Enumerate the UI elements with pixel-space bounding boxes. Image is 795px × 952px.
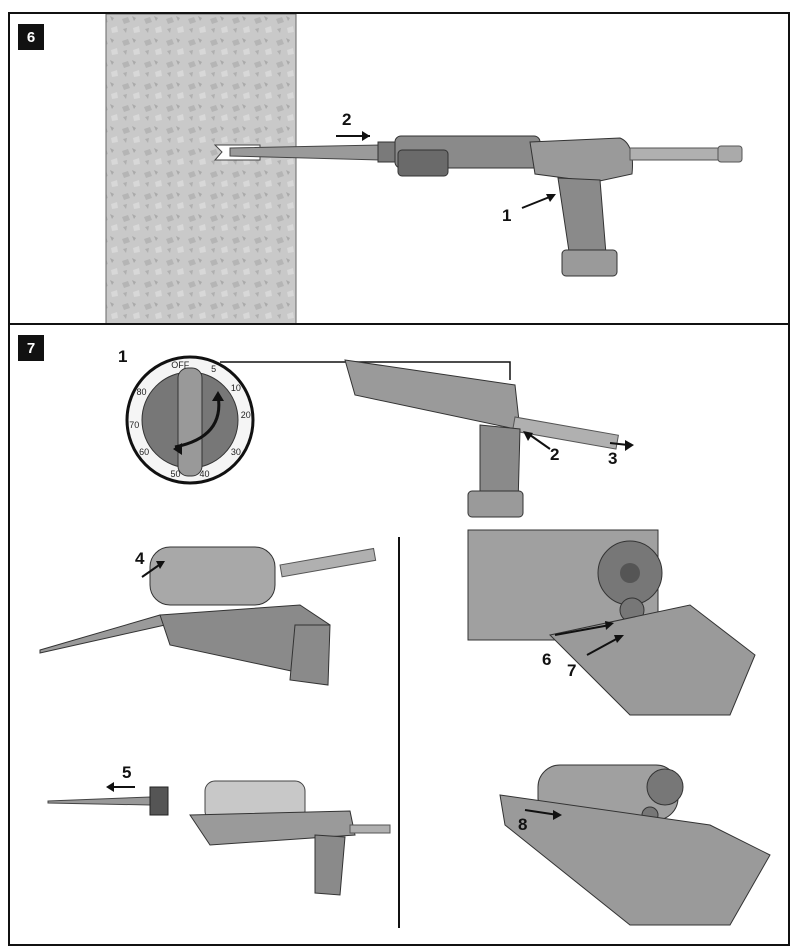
tool-handle bbox=[557, 177, 607, 259]
top-tool-body bbox=[344, 359, 521, 431]
dial-knob bbox=[177, 367, 203, 477]
dial-label: 50 bbox=[170, 469, 180, 479]
callout-remove-nozzle: 5 bbox=[122, 763, 132, 782]
callout-dial: 1 bbox=[118, 347, 128, 366]
dial-label: 20 bbox=[241, 410, 251, 420]
dial-label: 60 bbox=[139, 447, 149, 457]
cartridge bbox=[149, 546, 276, 606]
step-6-panel: 6 1 bbox=[8, 12, 790, 326]
dial-label: 30 bbox=[231, 447, 241, 457]
dial-label: 40 bbox=[199, 469, 209, 479]
tool-body bbox=[529, 137, 633, 183]
step-6-illustration bbox=[105, 14, 743, 326]
callout-guide-6: 6 bbox=[542, 650, 552, 669]
callout-holder-latch: 8 bbox=[518, 815, 528, 834]
callout-guide-7: 7 bbox=[567, 661, 577, 680]
callout-insert-direction: 2 bbox=[342, 110, 352, 129]
dial-label: 5 bbox=[211, 364, 216, 374]
callout-open-holder: 4 bbox=[135, 549, 145, 568]
dial-label: 80 bbox=[136, 387, 146, 397]
concrete-wall bbox=[105, 14, 297, 326]
battery bbox=[561, 249, 618, 277]
rack bbox=[629, 147, 731, 161]
step-6-badge: 6 bbox=[18, 24, 44, 50]
dial-label: 10 bbox=[231, 383, 241, 393]
callout-pull-rack: 3 bbox=[608, 449, 618, 468]
step-7-illustration: OFF 5 10 20 30 40 50 60 70 80 bbox=[39, 355, 771, 928]
callout-release-button: 2 bbox=[550, 445, 560, 464]
step-7-panel: 7 bbox=[8, 323, 790, 946]
dial-label: OFF bbox=[171, 360, 189, 370]
dial-label: 70 bbox=[129, 420, 139, 430]
callout-trigger: 1 bbox=[502, 206, 512, 225]
step-7-badge: 7 bbox=[18, 335, 44, 361]
